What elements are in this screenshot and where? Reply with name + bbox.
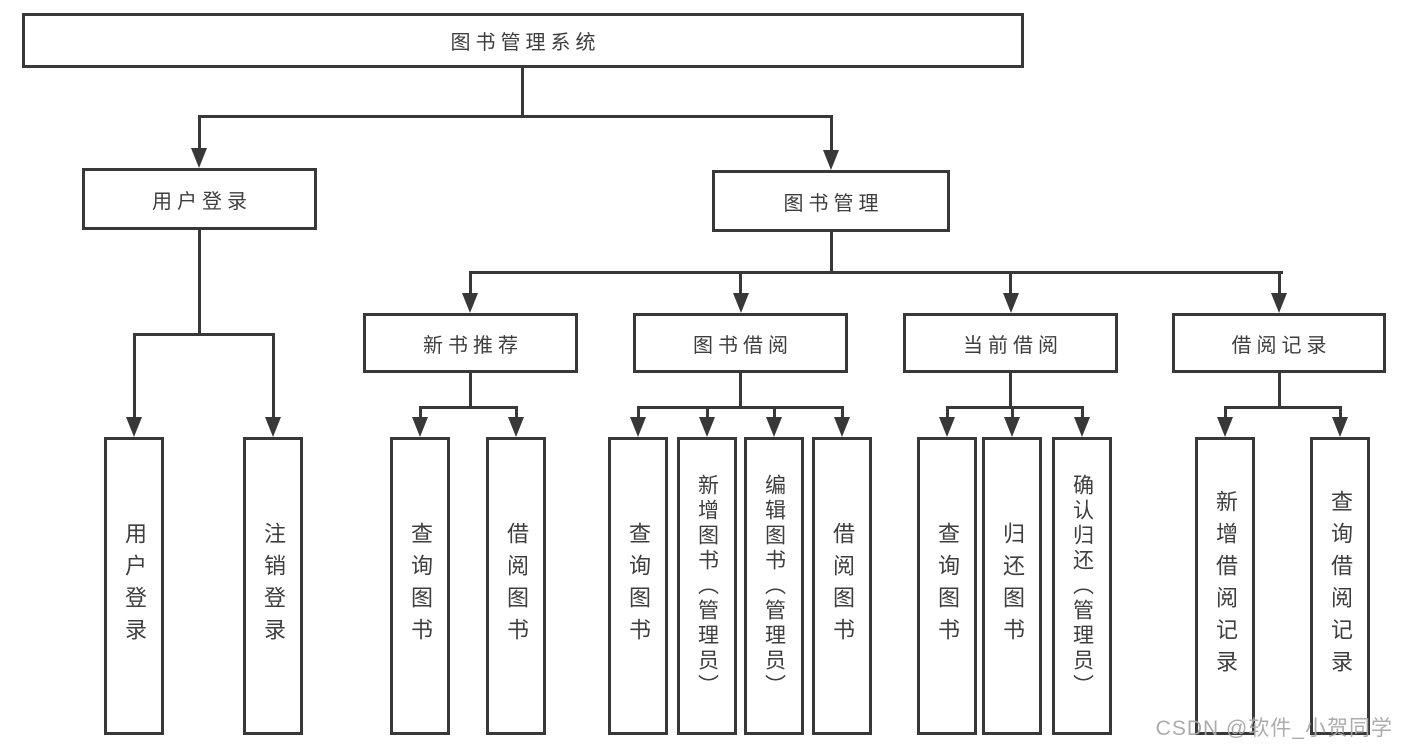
node-label: 借阅图书	[504, 522, 529, 650]
node-label: 当前借阅	[963, 334, 1063, 357]
arrowhead	[823, 150, 839, 170]
leaf-borrowing-query-books: 查询图书	[608, 437, 668, 735]
arrowhead	[1002, 293, 1019, 313]
connector-bookmgmt-hbar	[468, 271, 1283, 274]
connector-arrow-stem	[829, 115, 833, 152]
leaf-current-query-books: 查询图书	[917, 437, 977, 735]
node-label: 新增图书（管理员）	[695, 473, 719, 699]
connector-recommend-stem	[468, 373, 472, 408]
leaf-records-add-record: 新增借阅记录	[1195, 437, 1255, 735]
connector-arrow-stem	[271, 333, 275, 419]
connector-arrow-stem	[197, 115, 201, 150]
connector-arrow-stem	[514, 406, 518, 419]
node-new-book-recommend: 新书推荐	[363, 313, 578, 373]
connector-arrow-stem	[418, 406, 422, 419]
connector-root-hbar	[197, 115, 833, 118]
arrowhead	[508, 417, 524, 437]
node-book-management: 图书管理	[712, 170, 950, 232]
arrowhead	[462, 293, 478, 313]
arrowhead	[1271, 293, 1287, 313]
connector-arrow-stem	[1009, 271, 1012, 296]
node-user-login: 用户登录	[82, 168, 317, 230]
connector-arrow-stem	[705, 406, 709, 419]
node-book-borrowing: 图书借阅	[633, 313, 848, 373]
connector-arrow-stem	[739, 271, 742, 296]
leaf-records-query-record: 查询借阅记录	[1310, 437, 1370, 735]
connector-arrow-stem	[772, 406, 776, 419]
node-label: 借阅记录	[1231, 334, 1332, 357]
node-label: 图书管理	[783, 192, 884, 215]
arrowhead	[699, 417, 715, 437]
arrowhead	[412, 417, 428, 437]
node-label: 查询借阅记录	[1328, 490, 1353, 682]
node-label: 编辑图书（管理员）	[762, 473, 786, 699]
node-current-borrowing: 当前借阅	[903, 313, 1118, 373]
connector-borrowing-hbar	[636, 406, 844, 409]
arrowhead	[1332, 417, 1348, 437]
leaf-recommend-borrow-books: 借阅图书	[486, 437, 546, 735]
connector-current-stem	[1009, 373, 1012, 408]
connector-recommend-hbar	[418, 406, 518, 409]
node-label: 借阅图书	[830, 522, 855, 650]
node-label: 注销登录	[261, 522, 286, 650]
arrowhead	[126, 417, 142, 437]
node-library-management-system: 图书管理系统	[22, 13, 1024, 68]
leaf-borrowing-edit-books-admin: 编辑图书（管理员）	[744, 437, 804, 735]
leaf-recommend-query-books: 查询图书	[390, 437, 450, 735]
connector-userlogin-hbar	[132, 333, 275, 336]
connector-arrow-stem	[132, 333, 136, 419]
arrowhead	[939, 417, 955, 437]
node-label: 用户登录	[152, 190, 252, 213]
node-label: 查询图书	[626, 522, 651, 650]
connector-arrow-stem	[945, 406, 949, 419]
arrowhead	[766, 417, 782, 437]
arrowhead	[630, 417, 646, 437]
connector-arrow-stem	[1080, 406, 1084, 419]
connector-bookmgmt-stem	[829, 232, 833, 274]
node-label: 归还图书	[1000, 522, 1025, 650]
connector-arrow-stem	[636, 406, 640, 419]
node-label: 用户登录	[122, 522, 147, 650]
arrowhead	[1074, 417, 1090, 437]
connector-records-stem	[1277, 373, 1281, 408]
node-label: 图书借阅	[693, 334, 793, 357]
arrowhead	[732, 293, 749, 313]
leaf-borrowing-add-books-admin: 新增图书（管理员）	[677, 437, 737, 735]
arrowhead	[1004, 417, 1020, 437]
connector-arrow-stem	[840, 406, 844, 419]
leaf-borrowing-borrow-books: 借阅图书	[812, 437, 872, 735]
connector-userlogin-stem	[197, 230, 201, 335]
arrowhead	[834, 417, 850, 437]
connector-records-hbar	[1223, 406, 1342, 409]
node-label: 图书管理系统	[450, 32, 601, 54]
leaf-current-return-books: 归还图书	[982, 437, 1042, 735]
leaf-user-login: 用户登录	[104, 437, 164, 735]
arrowhead	[191, 148, 207, 168]
connector-root-stem	[520, 68, 524, 117]
csdn-watermark: CSDN @软件_小贺同学	[1155, 717, 1393, 740]
connector-arrow-stem	[1223, 406, 1227, 419]
connector-borrowing-stem	[739, 373, 742, 408]
connector-arrow-stem	[1338, 406, 1342, 419]
arrowhead	[1217, 417, 1233, 437]
connector-arrow-stem	[1277, 271, 1281, 296]
node-label: 确认归还（管理员）	[1070, 473, 1094, 699]
arrowhead	[265, 417, 281, 437]
connector-current-hbar	[945, 406, 1084, 409]
leaf-logout: 注销登录	[243, 437, 303, 735]
node-label: 新增借阅记录	[1213, 490, 1238, 682]
node-label: 新书推荐	[423, 334, 523, 357]
leaf-current-confirm-return-admin: 确认归还（管理员）	[1052, 437, 1112, 735]
node-label: 查询图书	[935, 522, 960, 650]
connector-arrow-stem	[1010, 406, 1014, 419]
node-borrowing-records: 借阅记录	[1172, 313, 1386, 373]
node-label: 查询图书	[408, 522, 433, 650]
connector-arrow-stem	[468, 271, 472, 296]
